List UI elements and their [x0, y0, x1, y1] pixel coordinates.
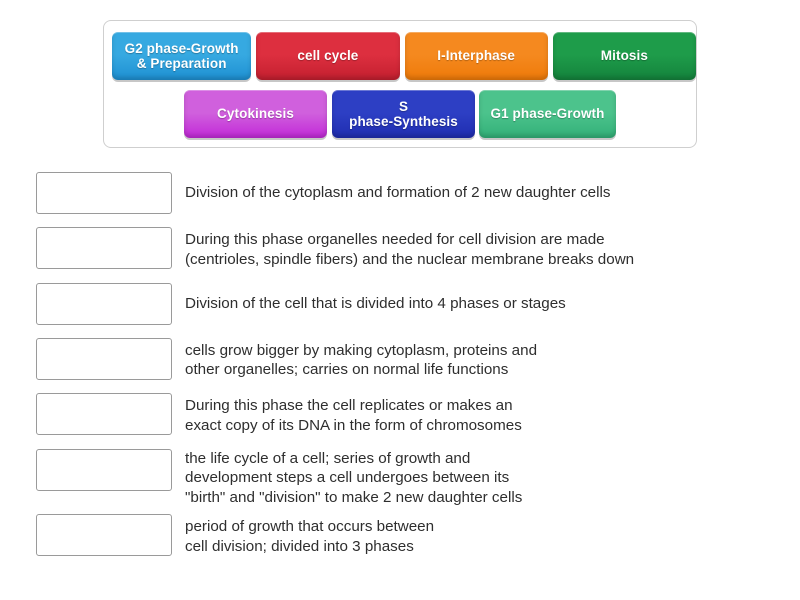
- definition-text: the life cycle of a cell; series of grow…: [185, 449, 523, 507]
- drop-zone[interactable]: [36, 393, 172, 435]
- definition-text: Division of the cytoplasm and formation …: [185, 184, 611, 201]
- tile-g2-phase[interactable]: G2 phase-Growth & Preparation: [112, 32, 252, 80]
- match-row: the life cycle of a cell; series of grow…: [36, 448, 776, 508]
- match-row: Division of the cell that is divided int…: [36, 282, 776, 325]
- definition-text: Division of the cell that is divided int…: [185, 294, 566, 312]
- match-row: During this phase organelles needed for …: [36, 227, 776, 270]
- match-row: Division of the cytoplasm and formation …: [36, 172, 776, 214]
- tile-g1-phase[interactable]: G1 phase-Growth: [479, 90, 616, 138]
- drop-zone[interactable]: [36, 513, 172, 556]
- tile-s-phase[interactable]: S phase-Synthesis: [332, 90, 475, 138]
- match-row: During this phase the cell replicates or…: [36, 393, 776, 436]
- definition-text: cells grow bigger by making cytoplasm, p…: [185, 341, 538, 379]
- drop-zone[interactable]: [36, 448, 172, 491]
- tile-mitosis[interactable]: Mitosis: [552, 32, 697, 80]
- definition-text: During this phase the cell replicates or…: [185, 397, 522, 434]
- drop-zone[interactable]: [36, 172, 172, 214]
- drop-zone[interactable]: [36, 337, 172, 380]
- match-up-list: Division of the cytoplasm and formation …: [36, 172, 776, 569]
- definition-text: period of growth that occurs between cel…: [185, 517, 435, 555]
- drop-zone[interactable]: [36, 227, 172, 269]
- match-row: cells grow bigger by making cytoplasm, p…: [36, 337, 776, 381]
- drop-zone[interactable]: [36, 282, 172, 325]
- definition-text: During this phase organelles needed for …: [185, 231, 635, 268]
- match-row: period of growth that occurs between cel…: [36, 513, 776, 557]
- tile-cytokinesis[interactable]: Cytokinesis: [184, 90, 327, 138]
- tile-cell-cycle[interactable]: cell cycle: [256, 32, 400, 80]
- tile-interphase[interactable]: I-Interphase: [404, 32, 548, 80]
